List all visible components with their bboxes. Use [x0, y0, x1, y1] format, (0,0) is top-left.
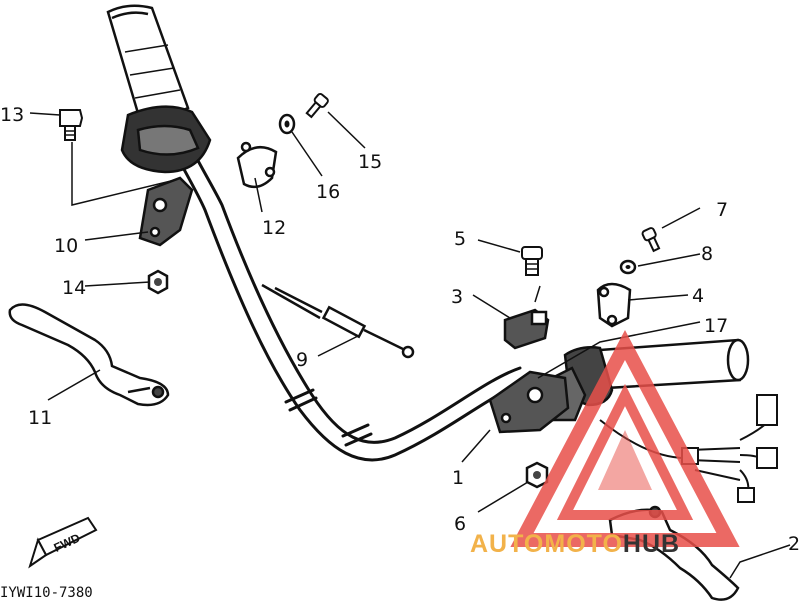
callout-6: 6: [454, 513, 466, 535]
callout-15: 15: [358, 151, 382, 173]
callout-7: 7: [716, 199, 728, 221]
callout-1: 1: [452, 467, 464, 489]
watermark-text-part1: AUTOMOTO: [470, 530, 623, 558]
part-code: IYWI10-7380: [0, 585, 93, 601]
callout-17: 17: [704, 315, 728, 337]
part-7-screw: [641, 227, 661, 253]
callout-5: 5: [454, 228, 466, 250]
left-lever: [8, 303, 170, 407]
part-13-bolt: [59, 109, 84, 141]
callout-3: 3: [451, 286, 463, 308]
right-lever-holder: [488, 370, 570, 434]
part-5-bolt: [521, 246, 543, 276]
part-15-screw: [305, 93, 329, 119]
callout-4: 4: [692, 285, 704, 307]
callout-12: 12: [262, 217, 286, 239]
leader-lines: [29, 111, 791, 579]
watermark-triangle: [510, 330, 740, 547]
callout-16: 16: [316, 181, 340, 203]
callout-10: 10: [54, 235, 78, 257]
callout-11: 11: [28, 407, 52, 429]
cable: [261, 283, 415, 359]
watermark-logo: AUTOMOTOHUB: [470, 330, 740, 558]
callout-8: 8: [701, 243, 713, 265]
part-4-bracket: [596, 282, 632, 328]
part-8-washer: [619, 259, 637, 275]
callout-13: 13: [0, 104, 24, 126]
callout-labels: 1 2 3 4 5 6 7 8 9 10 11 12 13 14 15 16 1…: [0, 104, 800, 555]
part-3-switch: [503, 308, 550, 350]
part-16-washer: [278, 113, 296, 135]
left-lever-holder: [138, 176, 194, 247]
left-grip: [106, 4, 212, 174]
forward-direction-tag: FWD: [28, 516, 98, 569]
callout-9: 9: [296, 349, 308, 371]
callout-2: 2: [788, 533, 800, 555]
callout-14: 14: [62, 277, 86, 299]
watermark-text: AUTOMOTOHUB: [470, 530, 680, 558]
watermark-text-part2: HUB: [623, 530, 680, 558]
part-12-clamp: [236, 141, 278, 189]
part-14-nut: [147, 269, 169, 295]
